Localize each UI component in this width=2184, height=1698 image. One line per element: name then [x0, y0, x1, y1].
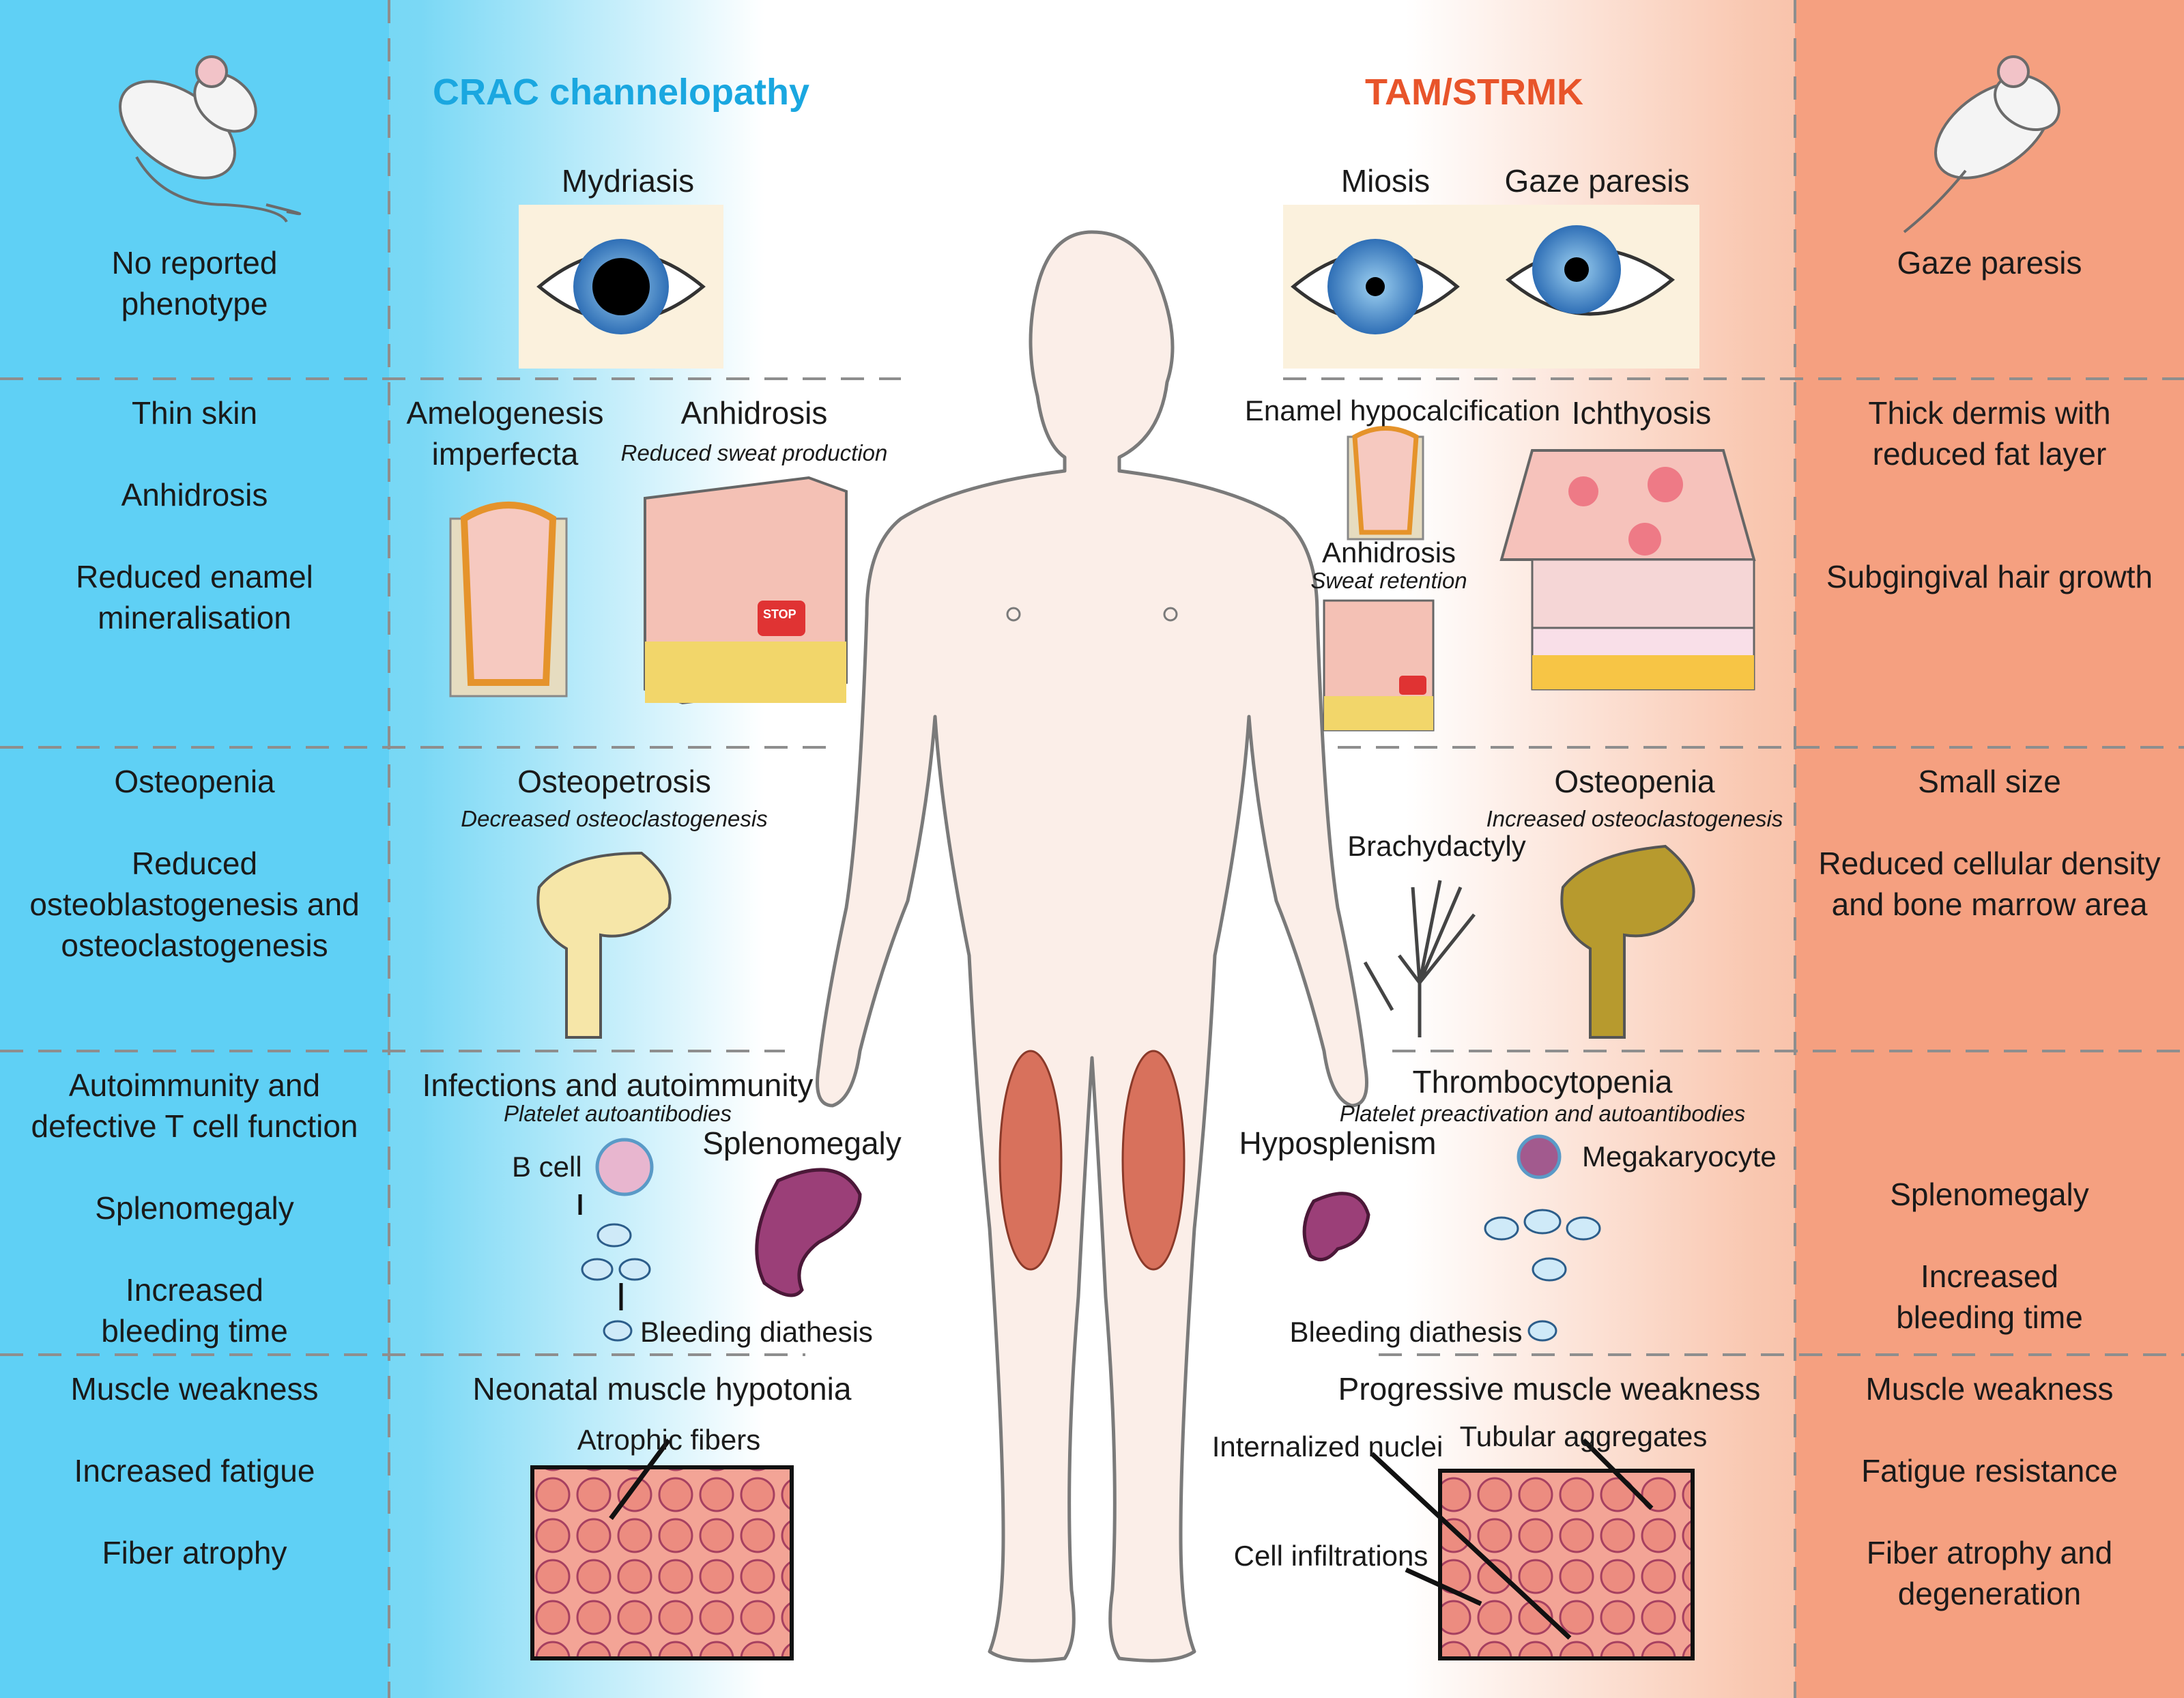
- left-mouse-panel: [0, 0, 389, 1698]
- tam-enamel-label: Enamel hypocalcification: [1244, 394, 1561, 427]
- tam-infiltrations-label: Cell infiltrations: [1233, 1540, 1428, 1572]
- tam-hand-label: Brachydactyly: [1347, 830, 1526, 862]
- platelet-clusters-tam: [1484, 1209, 1601, 1342]
- eye-miosis-illustration: [1283, 205, 1495, 369]
- tam-eye1-label: Miosis: [1340, 163, 1431, 199]
- skin-block-tam-illustration: [1323, 599, 1435, 732]
- crac-bleeding-label: Bleeding diathesis: [640, 1316, 873, 1348]
- crac-bone-note: Decreased osteoclastogenesis: [461, 806, 768, 831]
- arrows-crac: [578, 1194, 623, 1310]
- tam-spleen-label: Hyposplenism: [1239, 1125, 1437, 1161]
- skin-block-crac-illustration: [644, 476, 848, 705]
- tam-sweat-label: Anhidrosis: [1321, 536, 1456, 569]
- left-skin-2: Anhidrosis: [121, 477, 268, 513]
- right-bone-1: Small size: [1918, 764, 2061, 799]
- crac-spleen-label: Splenomegaly: [702, 1125, 902, 1161]
- tam-skin-label: Ichthyosis: [1571, 395, 1712, 431]
- ichthyosis-illustration: [1499, 449, 1756, 691]
- right-immune-1: Splenomegaly: [1890, 1177, 2089, 1212]
- left-muscle-3: Fiber atrophy: [102, 1535, 287, 1570]
- crac-bone-label: Osteopetrosis: [517, 764, 711, 799]
- right-muscle-3: Fiber atrophy and degeneration: [1866, 1535, 2113, 1611]
- tam-platelets-note: Platelet preactivation and autoantibodie…: [1339, 1101, 1746, 1126]
- b-cell-illustration: [595, 1138, 654, 1196]
- tam-bleeding-label: Bleeding diathesis: [1289, 1316, 1523, 1348]
- left-bone-1: Osteopenia: [114, 764, 275, 799]
- right-skin-1: Thick dermis with reduced fat layer: [1868, 395, 2111, 472]
- spleen-crac-illustration: [755, 1168, 862, 1297]
- left-muscle-2: Increased fatigue: [74, 1453, 315, 1488]
- femur-crac-illustration: [536, 851, 672, 1039]
- left-muscle-1: Muscle weakness: [70, 1371, 319, 1407]
- tam-platelets-label: Thrombocytopenia: [1412, 1064, 1673, 1099]
- crac-muscle-label: Neonatal muscle hypotonia: [472, 1371, 852, 1407]
- annotation-arrows-muscle: [609, 1438, 1654, 1640]
- tam-bone-label: Osteopenia: [1554, 764, 1715, 799]
- tam-sweat-note: Sweat retention: [1310, 568, 1467, 593]
- crac-immune-label: Infections and autoimmunity: [422, 1067, 814, 1103]
- spleen-tam-illustration: [1302, 1192, 1370, 1262]
- mouse-icon-left: [119, 55, 302, 223]
- tooth-tam-illustration: [1347, 426, 1424, 541]
- hand-skeleton-illustration: [1363, 880, 1476, 1037]
- tam-muscle-label: Progressive muscle weakness: [1338, 1371, 1761, 1407]
- tam-eye2-label: Gaze paresis: [1504, 163, 1690, 199]
- eye-gaze-paresis-illustration: [1495, 205, 1699, 369]
- tam-title: TAM/STRMK: [1365, 72, 1583, 113]
- right-immune-2: Increased bleeding time: [1896, 1258, 2083, 1335]
- femur-tam-illustration: [1560, 844, 1695, 1039]
- left-skin-1: Thin skin: [131, 395, 258, 431]
- human-body: [816, 230, 1368, 1663]
- right-eyes-phenotype: Gaze paresis: [1897, 245, 2082, 280]
- mouse-icon-right: [1903, 55, 2060, 233]
- crac-bcell-label: B cell: [512, 1151, 582, 1183]
- muscle-section-tam-illustration: [1438, 1469, 1695, 1660]
- megakaryocyte-illustration: [1517, 1134, 1562, 1179]
- right-bone-2: Reduced cellular density and bone marrow…: [1818, 846, 2161, 922]
- crac-sweat-note: Reduced sweat production: [620, 440, 888, 465]
- right-muscle-2: Fatigue resistance: [1861, 1453, 2118, 1488]
- tam-mk-label: Megakaryocyte: [1582, 1140, 1777, 1172]
- crac-sweat-label: Anhidrosis: [680, 395, 828, 431]
- crac-fibers-label: Atrophic fibers: [577, 1424, 761, 1456]
- left-eyes-phenotype: No reported phenotype: [111, 245, 278, 321]
- tam-aggregates-label: Tubular aggregates: [1459, 1420, 1708, 1452]
- crac-eye-label: Mydriasis: [561, 163, 695, 199]
- left-immune-1: Autoimmunity and defective T cell functi…: [31, 1067, 358, 1144]
- crac-immune-note: Platelet autoantibodies: [504, 1101, 732, 1126]
- platelet-clusters-crac: [581, 1223, 651, 1342]
- tam-nuclei-label: Internalized nuclei: [1211, 1430, 1443, 1463]
- right-muscle-1: Muscle weakness: [1865, 1371, 2114, 1407]
- tam-bone-note: Increased osteoclastogenesis: [1486, 806, 1783, 831]
- tooth-crac-illustration: [449, 502, 568, 697]
- crac-teeth-label: Amelogenesis imperfecta: [406, 395, 604, 472]
- right-mouse-panel: [1795, 0, 2184, 1698]
- left-immune-3: Increased bleeding time: [101, 1272, 288, 1349]
- crac-stop-sign: STOP: [763, 607, 796, 621]
- left-bone-2: Reduced osteoblastogenesis and osteoclas…: [29, 846, 360, 963]
- crac-title: CRAC channelopathy: [432, 72, 810, 113]
- right-skin-2: Subgingival hair growth: [1826, 559, 2153, 594]
- left-immune-2: Splenomegaly: [95, 1190, 294, 1226]
- eye-mydriasis-illustration: [519, 205, 723, 369]
- left-skin-3: Reduced enamel mineralisation: [76, 559, 313, 635]
- muscle-section-crac-illustration: [530, 1465, 794, 1660]
